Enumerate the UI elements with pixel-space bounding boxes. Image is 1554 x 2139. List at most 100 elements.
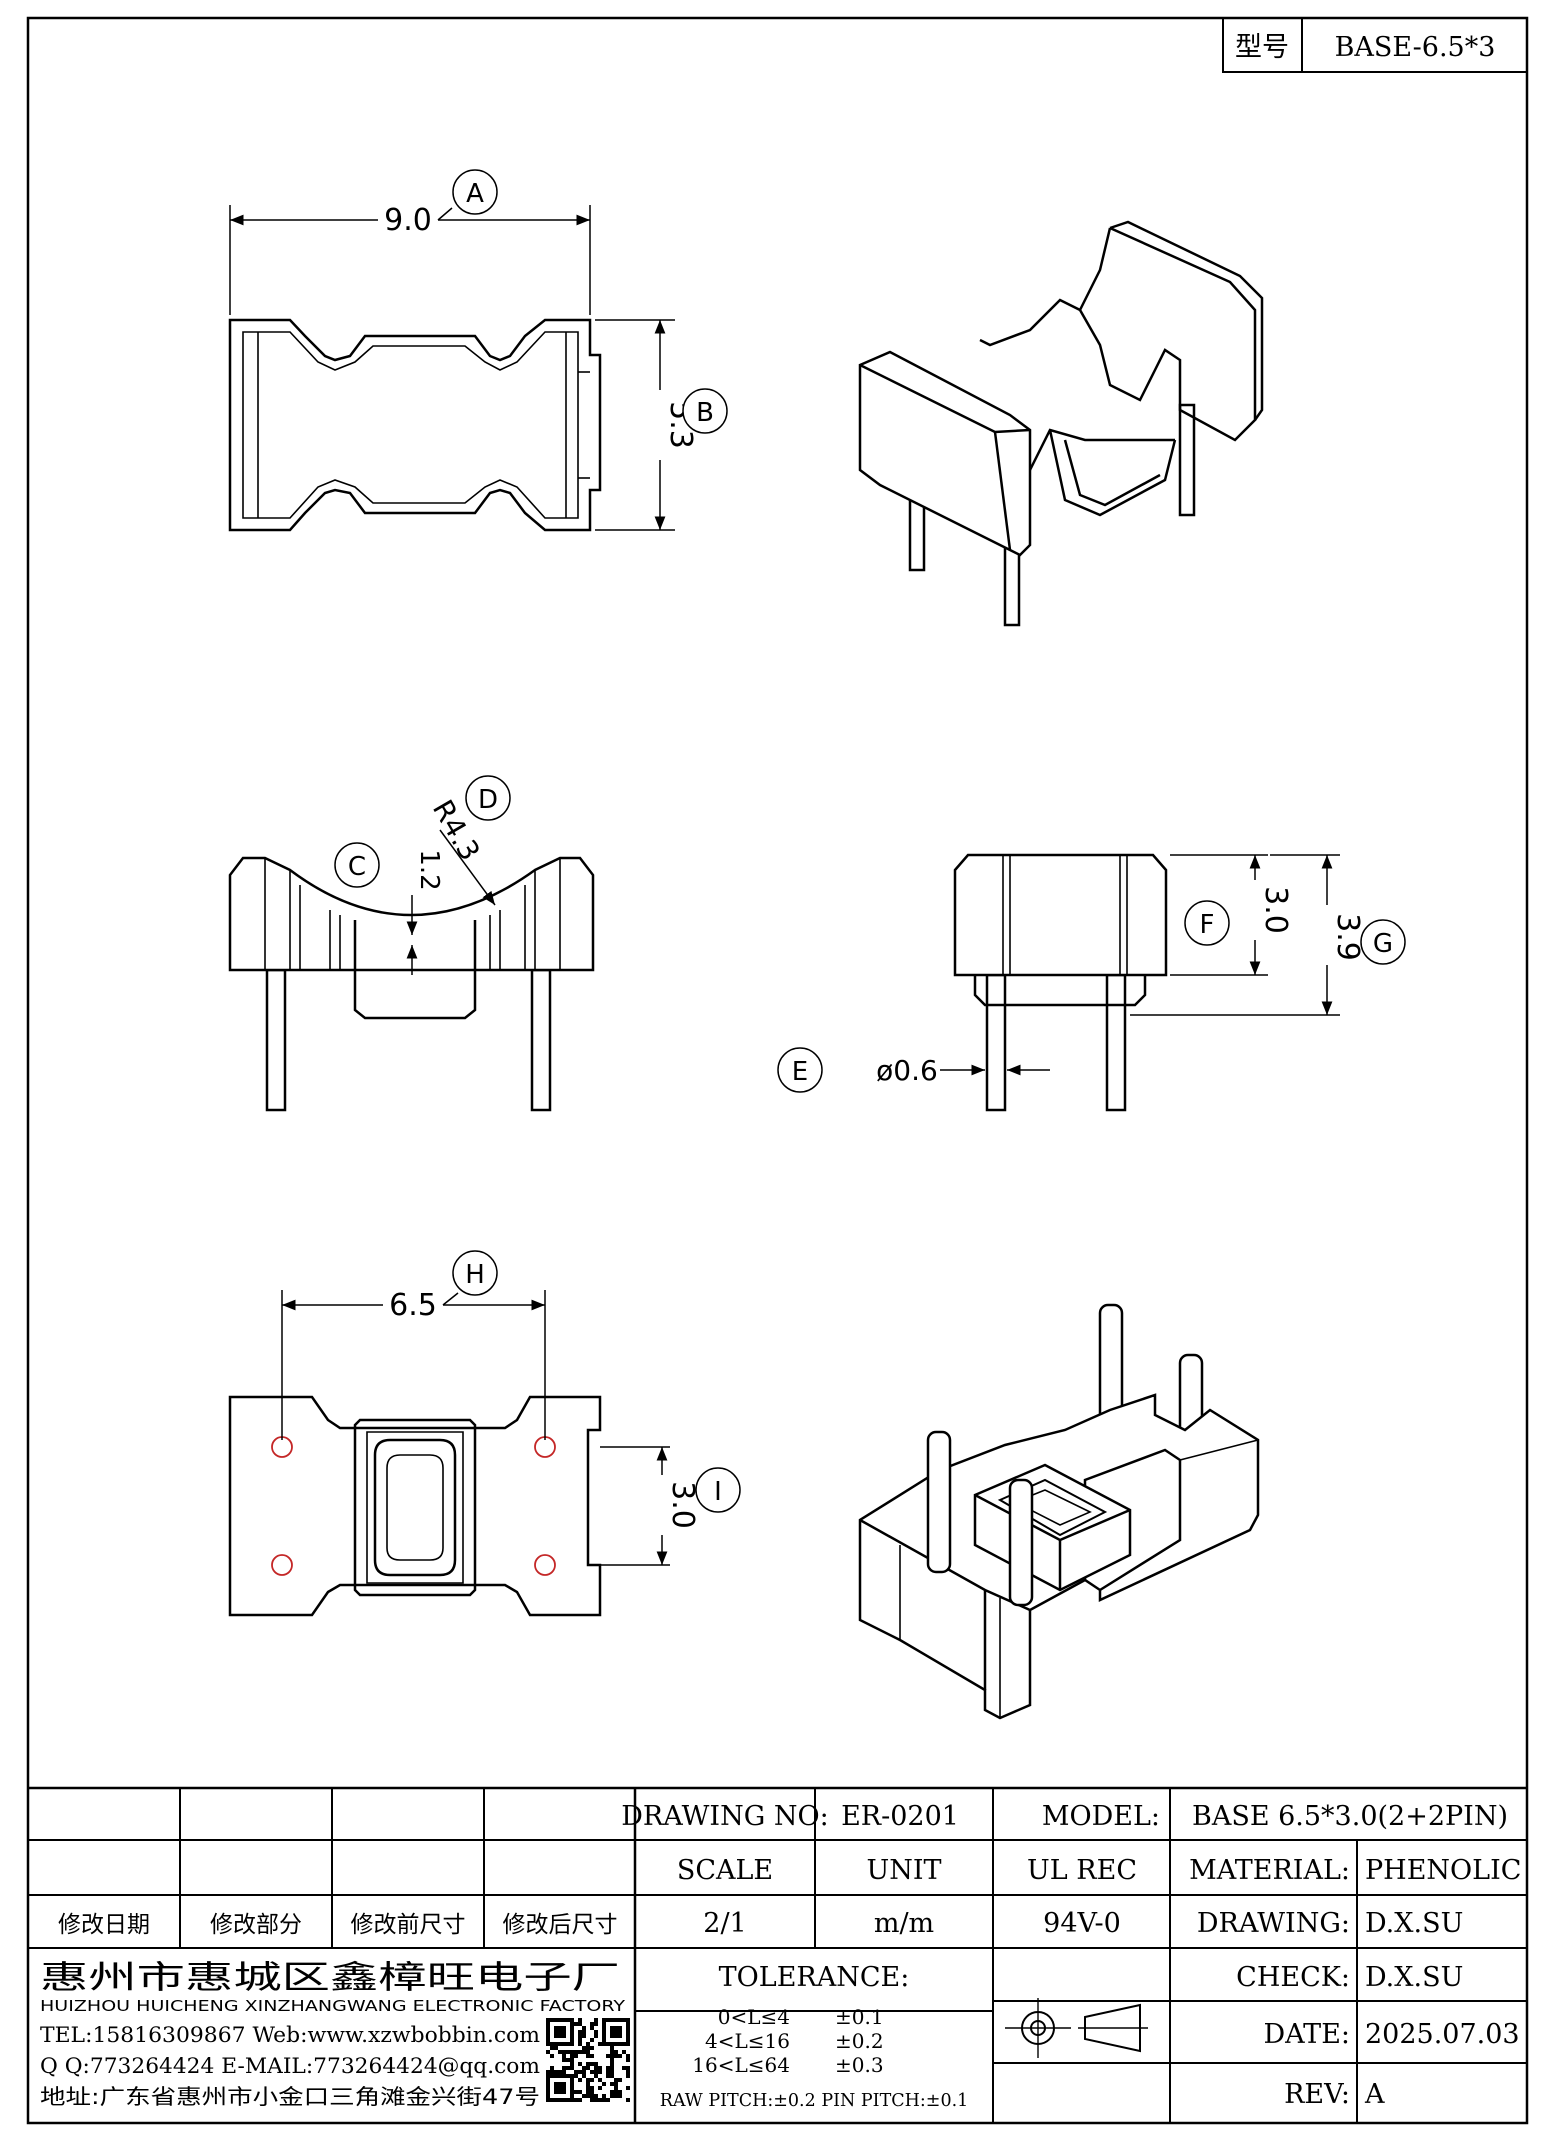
dimension-i-letter: I (714, 1477, 722, 1507)
qr-module (586, 2062, 590, 2066)
qr-module (574, 2050, 578, 2054)
qr-module (586, 2046, 590, 2050)
qr-module (602, 2082, 606, 2086)
date-value: 2025.07.03 (1365, 2019, 1520, 2050)
qr-module (546, 2022, 550, 2026)
qr-module (558, 2018, 562, 2022)
qr-module (626, 2034, 630, 2038)
qr-module (590, 2090, 594, 2094)
qr-module (554, 2074, 558, 2078)
qr-module (606, 2066, 610, 2070)
qr-module (574, 2090, 578, 2094)
qr-module (590, 2054, 594, 2058)
qr-module (594, 2074, 598, 2078)
qr-module (582, 2034, 586, 2038)
revision-header-date: 修改日期 (58, 1912, 150, 1938)
drawing-value: D.X.SU (1365, 1908, 1463, 1939)
qr-module (566, 2018, 570, 2022)
dimension-e-value: ø0.6 (876, 1054, 938, 1087)
qr-module (626, 2022, 630, 2026)
qr-module (578, 2038, 582, 2042)
qr-module (562, 2034, 566, 2038)
qr-module (562, 2066, 566, 2070)
qr-module (610, 2062, 614, 2066)
qr-module (590, 2046, 594, 2050)
qr-module (582, 2094, 586, 2098)
qr-module (550, 2074, 554, 2078)
qr-module (586, 2078, 590, 2082)
qr-module (578, 2078, 582, 2082)
qr-module (626, 2042, 630, 2046)
qr-module (546, 2070, 550, 2074)
qr-module (578, 2030, 582, 2034)
qr-module (614, 2030, 618, 2034)
qr-module (558, 2098, 562, 2102)
qr-module (582, 2026, 586, 2030)
qr-module (586, 2050, 590, 2054)
qr-module (610, 2094, 614, 2098)
qr-module (594, 2098, 598, 2102)
qr-module (546, 2018, 550, 2022)
dimension-f-letter: F (1200, 910, 1215, 940)
tolerance-range-3: 16<L≤64 (692, 2053, 790, 2077)
dimension-h-letter: H (465, 1260, 485, 1290)
qr-module (578, 2090, 582, 2094)
qr-module (606, 2054, 610, 2058)
qr-module (558, 2082, 562, 2086)
qr-module (614, 2086, 618, 2090)
qr-module (578, 2062, 582, 2066)
qr-module (578, 2018, 582, 2022)
qr-module (590, 2098, 594, 2102)
qr-module (594, 2022, 598, 2026)
qr-module (558, 2090, 562, 2094)
qr-module (574, 2054, 578, 2058)
qr-module (582, 2066, 586, 2070)
qr-module (554, 2082, 558, 2086)
qr-module (626, 2074, 630, 2078)
qr-module (602, 2098, 606, 2102)
dimension-c-letter: C (348, 852, 366, 882)
qr-module (554, 2098, 558, 2102)
company-name-en: HUIZHOU HUICHENG XINZHANGWANG ELECTRONIC… (40, 1997, 626, 2015)
qr-module (550, 2066, 554, 2070)
qr-module (562, 2026, 566, 2030)
ul-value: 94V-0 (1043, 1908, 1121, 1939)
qr-module (550, 2098, 554, 2102)
qr-module (570, 2034, 574, 2038)
qr-module (578, 2042, 582, 2046)
title-block-text: DRAWING NO: ER-0201 MODEL: BASE 6.5*3.0(… (58, 1801, 1521, 2111)
tolerance-value-2: ±0.2 (835, 2029, 884, 2053)
qr-module (554, 2086, 558, 2090)
qr-module (598, 2086, 602, 2090)
qr-module (586, 2054, 590, 2058)
qr-module (598, 2098, 602, 2102)
model-box-label: 型号 (1235, 32, 1289, 63)
qr-module (558, 2050, 562, 2054)
model-box-value: BASE-6.5*3 (1335, 32, 1496, 63)
qr-module (562, 2098, 566, 2102)
qr-module (614, 2018, 618, 2022)
qr-module (550, 2054, 554, 2058)
qr-module (570, 2054, 574, 2058)
dimension-g-letter: G (1373, 929, 1393, 959)
qr-module (558, 2042, 562, 2046)
dimension-b: 5.3 B (595, 319, 728, 531)
qr-module (610, 2018, 614, 2022)
qr-module (562, 2030, 566, 2034)
qr-module (570, 2022, 574, 2026)
iso-view-top (858, 220, 1264, 627)
company-tel: TEL:15816309867 Web:www.xzwbobbin.com (40, 2023, 540, 2047)
qr-module (570, 2082, 574, 2086)
qr-module (546, 2094, 550, 2098)
qr-module (610, 2030, 614, 2034)
qr-module (562, 2054, 566, 2058)
qr-module (570, 2042, 574, 2046)
material-label: MATERIAL: (1189, 1855, 1350, 1886)
qr-module (562, 2070, 566, 2074)
qr-module (594, 2034, 598, 2038)
qr-module (610, 2058, 614, 2062)
model-box: 型号 BASE-6.5*3 (1222, 17, 1528, 73)
qr-module (578, 2050, 582, 2054)
qr-module (554, 2034, 558, 2038)
qr-module (594, 2018, 598, 2022)
